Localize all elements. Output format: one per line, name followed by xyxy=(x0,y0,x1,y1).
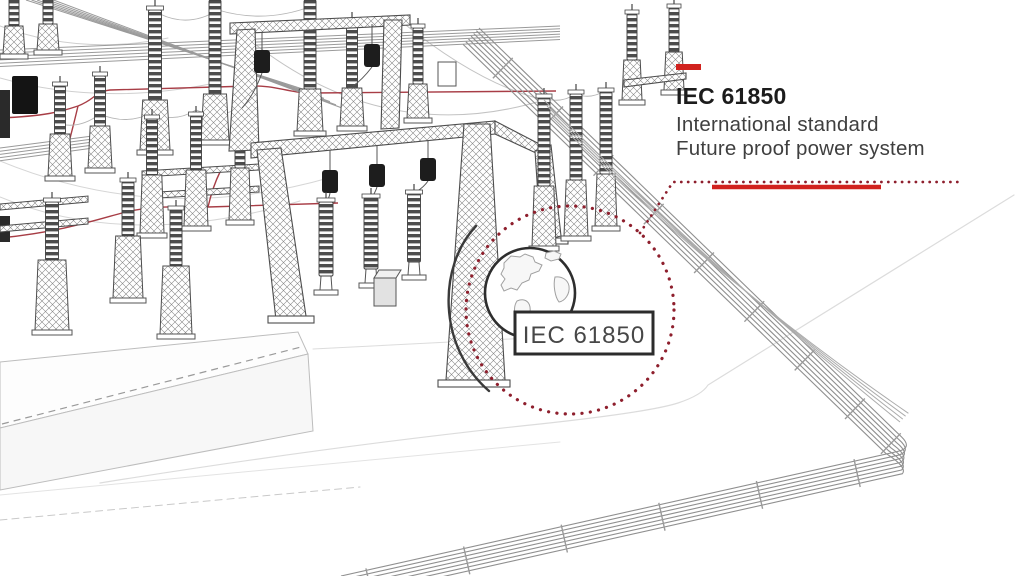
hanging-insulators xyxy=(241,24,436,203)
callout-label: IEC 61850 xyxy=(523,322,645,349)
transformer-boxes xyxy=(0,76,38,242)
perimeter-fence xyxy=(340,27,907,576)
control-building xyxy=(0,331,314,491)
annotation-line2: Future proof power system xyxy=(676,137,925,160)
annotation-heading: IEC 61850 xyxy=(676,83,787,109)
exit-conductors xyxy=(543,99,909,423)
callout-label-box: IEC 61850 xyxy=(513,310,655,356)
dotted-leader-line xyxy=(638,180,962,235)
callout-circle xyxy=(464,204,676,416)
annotation-line1: International standard xyxy=(676,113,879,136)
red-dash-icon xyxy=(676,64,701,70)
busbar-bundles xyxy=(0,0,561,162)
equipment-units-back xyxy=(0,0,688,239)
equipment-cabinets xyxy=(373,61,457,307)
swoosh-arc xyxy=(447,224,491,393)
equipment-units-front xyxy=(31,82,621,340)
annotation-block: IEC 61850 International standard Future … xyxy=(676,64,1006,161)
